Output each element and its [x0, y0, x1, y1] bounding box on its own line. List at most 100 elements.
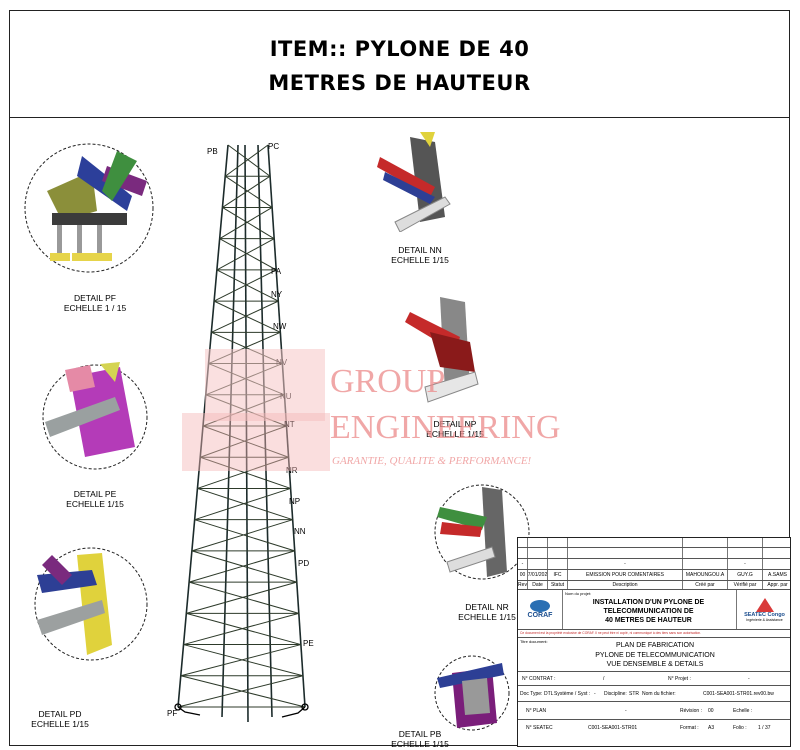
header-rev: Rev	[518, 581, 528, 589]
detail-pd-name: DETAIL PD	[38, 709, 82, 719]
contract-label: N° CONTRAT :	[522, 676, 556, 682]
title-band: ITEM:: PYLONE DE 40 METRES DE HAUTEUR	[10, 11, 789, 118]
title-block-contract-row: N° CONTRAT : / N° Projet : -	[518, 672, 790, 686]
header-status: Statut	[548, 581, 568, 589]
watermark-e-mark	[182, 413, 330, 471]
tower-point-nt: NT	[284, 420, 295, 429]
project-no-value: -	[748, 676, 750, 682]
project-name-line-3: 40 METRES DE HAUTEUR	[605, 617, 692, 624]
detail-pd-label: DETAIL PD ECHELLE 1/15	[15, 709, 105, 729]
revision-label: Révision :	[680, 708, 702, 714]
doctype-label: Doc Type:	[520, 691, 543, 697]
company-logo-subtext: Ingénierie & Assistance	[746, 617, 783, 622]
blank-row-3-desc: -	[568, 559, 683, 569]
doc-title-label: Titre document:	[520, 639, 548, 644]
folio-value: 1 / 37	[758, 725, 771, 731]
client-logo-text: CORAF	[527, 612, 553, 619]
doc-title-line-1: PLAN DE FABRICATION	[615, 642, 695, 649]
revision-value: 00	[708, 708, 714, 714]
detail-nr-label: DETAIL NR ECHELLE 1/15	[442, 602, 532, 622]
format-label: Format :	[680, 725, 699, 731]
detail-pe-view	[42, 362, 148, 470]
detail-pf-name: DETAIL PF	[73, 293, 117, 303]
detail-np-view	[405, 297, 479, 403]
rev-description: EMISSION POUR COMENTAIRES	[568, 570, 683, 580]
detail-np-label: DETAIL NP ECHELLE 1/15	[410, 419, 500, 439]
detail-pf-scale: ECHELLE 1 / 15	[63, 303, 127, 313]
project-label: Nom du projet:	[565, 591, 592, 596]
title-block-blank-row-1	[518, 538, 790, 548]
tower-point-pc: PC	[268, 142, 280, 151]
drawing-sheet: ITEM:: PYLONE DE 40 METRES DE HAUTEUR	[9, 10, 791, 749]
company-logo-text: SEATEC Congo	[744, 611, 785, 618]
header-approved-by: Appr. par	[767, 582, 788, 588]
detail-nn-label: DETAIL NN ECHELLE 1/15	[375, 245, 465, 265]
rev-approved-by: A.SAMS	[768, 572, 787, 578]
watermark-line-1: GROUP	[330, 363, 446, 400]
header-checked-by: Vérifié par	[728, 581, 763, 589]
doc-title-line-3: VUE DENSEMBLE & DETAILS	[606, 661, 704, 668]
project-name-line-1: INSTALLATION D'UN PYLONE DE	[592, 599, 705, 606]
rev-status: IFC	[548, 570, 568, 580]
plan-label: N° PLAN	[526, 708, 547, 714]
doc-title-line-2: PYLONE DE TELECOMMUNICATION	[595, 652, 715, 659]
doctype-value: DTL	[544, 691, 554, 697]
title-block-blank-row-3: - - -	[518, 559, 790, 570]
title-block-seatec-row: N° SEATEC C001-SEA001-STR01 Format : A3 …	[518, 720, 790, 736]
tower-point-nr: NR	[286, 466, 298, 475]
detail-nr-scale: ECHELLE 1/15	[458, 612, 516, 622]
watermark-line-3: GARANTIE, QUALITE & PERFORMANCE!	[332, 455, 532, 467]
system-label: Système / Syst :	[554, 691, 591, 697]
title-block-project-row: CORAF Nom du projet: INSTALLATION D'UN P…	[518, 590, 790, 630]
detail-pe-name: DETAIL PE	[73, 489, 117, 499]
rev-checked-by: GUY.G	[728, 570, 763, 580]
folio-label: Folio :	[733, 725, 747, 731]
detail-nr-view	[434, 484, 530, 580]
title-block-doc-title-row: Titre document: PLAN DE FABRICATION PYLO…	[518, 638, 790, 672]
seatec-value: C001-SEA001-STR01	[588, 725, 638, 731]
detail-np-scale: ECHELLE 1/15	[426, 429, 484, 439]
tower-point-nw: NW	[273, 322, 287, 331]
confidentiality-notice: Ce document est la propriété exclusive d…	[520, 631, 702, 635]
title-block-revision-headers: Rev Date Statut Description Créé par Vér…	[518, 581, 790, 590]
detail-pb-view	[434, 655, 510, 731]
system-value: -	[594, 691, 596, 697]
tower-point-np: NP	[289, 497, 301, 506]
tower-point-ny: NY	[271, 290, 283, 299]
tower-point-pd: PD	[298, 559, 310, 568]
title-block-notice-row: Ce document est la propriété exclusive d…	[518, 630, 790, 638]
title-block: - - - 00 17/01/2021 IFC EMISSION POUR CO…	[517, 537, 791, 747]
discipline-value: STR	[629, 691, 639, 697]
format-value: A3	[708, 725, 715, 731]
detail-pe-scale: ECHELLE 1/15	[66, 499, 124, 509]
watermark-logo-mark	[205, 349, 325, 421]
detail-pd-view	[34, 547, 148, 661]
detail-nn-name: DETAIL NN	[398, 245, 442, 255]
detail-pf-label: DETAIL PF ECHELLE 1 / 15	[50, 293, 140, 313]
blank-row-3-rev: -	[518, 559, 528, 569]
tower-point-pf: PF	[167, 709, 178, 718]
title-block-plan-row: N° PLAN - Révision : 00 Echelle :	[518, 702, 790, 720]
page-title-line-2: METRES DE HAUTEUR	[268, 71, 531, 95]
detail-nr-name: DETAIL NR	[465, 602, 509, 612]
detail-pb-label: DETAIL PB ECHELLE 1/15	[375, 729, 465, 749]
title-block-blank-row-2	[518, 548, 790, 559]
detail-np-name: DETAIL NP	[433, 419, 477, 429]
page-title-line-1: ITEM:: PYLONE DE 40	[269, 37, 530, 61]
contract-value: /	[603, 676, 605, 682]
rev-date: 17/01/2021	[528, 570, 548, 580]
detail-pb-scale: ECHELLE 1/15	[391, 739, 449, 749]
rev-number: 00	[518, 570, 528, 580]
project-no-label: N° Projet :	[668, 676, 691, 682]
title-block-revision-row: 00 17/01/2021 IFC EMISSION POUR COMENTAI…	[518, 570, 790, 581]
tower-point-nn: NN	[294, 527, 306, 536]
company-logo: SEATEC Congo Ingénierie & Assistance	[736, 590, 792, 629]
detail-pd-scale: ECHELLE 1/15	[31, 719, 89, 729]
plan-value: -	[625, 708, 627, 714]
project-name-line-2: TELECOMMUNICATION DE	[603, 608, 694, 615]
detail-nn-view	[377, 132, 451, 232]
tower-point-pa: PA	[271, 267, 282, 276]
header-made-by: Créé par	[683, 581, 728, 589]
pylon-tower-drawing	[174, 144, 309, 723]
header-date: Date	[528, 581, 548, 589]
